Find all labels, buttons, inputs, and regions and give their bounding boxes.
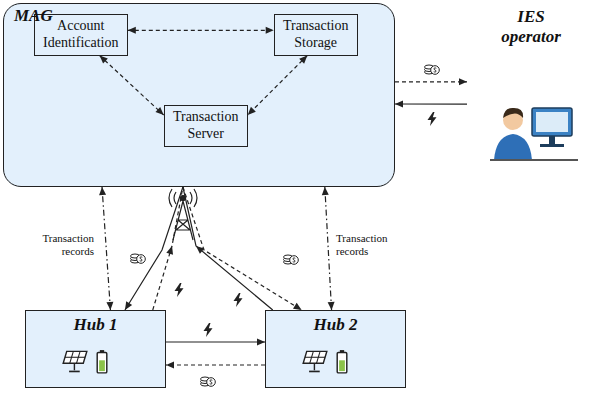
node-title: Hub 2 xyxy=(266,315,405,335)
connector xyxy=(248,56,308,116)
edge-label: Transaction records xyxy=(18,232,94,257)
arrowhead xyxy=(322,187,329,195)
arrowhead xyxy=(128,27,136,34)
connector-line xyxy=(100,56,164,116)
solar-panel-icon xyxy=(63,351,87,371)
energy-icon xyxy=(175,283,184,297)
arrowhead xyxy=(125,301,132,310)
connector-line xyxy=(166,341,265,342)
connector xyxy=(395,78,467,85)
arrowhead xyxy=(395,101,403,108)
connector xyxy=(166,338,265,345)
arrowhead xyxy=(248,107,256,115)
hub-box: Hub 2 xyxy=(265,310,406,388)
node-title: Hub 1 xyxy=(26,315,165,335)
arrowhead xyxy=(100,56,108,64)
connector xyxy=(99,187,113,310)
process-box: Transaction Storage xyxy=(274,14,358,56)
connector-line xyxy=(153,187,183,310)
arrowhead xyxy=(459,78,467,85)
operator-node: IES operator xyxy=(467,5,595,165)
connector-line xyxy=(248,56,308,116)
money-icon xyxy=(284,255,299,264)
connector xyxy=(125,187,183,310)
node-fill xyxy=(25,310,166,388)
connector-line xyxy=(183,187,302,310)
node-fill xyxy=(3,3,395,187)
operator-icon xyxy=(490,108,578,160)
hub-box: Hub 1 xyxy=(25,310,166,388)
connector-line xyxy=(183,187,273,310)
connector-line xyxy=(395,103,467,104)
connector xyxy=(183,187,273,310)
node-fill xyxy=(265,310,406,388)
money-icon xyxy=(425,65,440,74)
connector xyxy=(322,187,335,310)
edge-label: Transaction records xyxy=(336,232,412,257)
arrowhead xyxy=(106,302,113,310)
arrowhead xyxy=(166,246,173,255)
battery-icon xyxy=(337,350,347,373)
connector-line xyxy=(166,364,265,365)
connector xyxy=(100,56,164,116)
arrowhead xyxy=(293,303,302,310)
money-icon xyxy=(201,377,216,386)
arrowhead xyxy=(299,56,307,64)
connector-line xyxy=(395,81,467,82)
arrowhead xyxy=(328,302,335,310)
process-box: Transaction Server xyxy=(164,105,248,147)
connector xyxy=(183,187,302,310)
connector-line xyxy=(325,187,332,310)
connector xyxy=(128,27,274,34)
connector-line xyxy=(128,30,274,31)
box-label: Transaction Server xyxy=(173,109,239,141)
connector-line xyxy=(102,187,110,310)
connector-line xyxy=(125,187,183,310)
arrowhead xyxy=(99,187,106,195)
energy-icon xyxy=(204,323,213,337)
arrowhead xyxy=(196,246,204,254)
connector xyxy=(395,101,467,108)
connector xyxy=(166,361,265,368)
node-title: MAG xyxy=(14,6,53,26)
process-box: Account Identification xyxy=(34,14,128,56)
energy-icon xyxy=(428,112,437,126)
arrowhead xyxy=(257,338,265,345)
arrowhead xyxy=(155,107,163,115)
box-label: Transaction Storage xyxy=(283,18,349,50)
energy-icon xyxy=(234,293,243,307)
money-icon xyxy=(131,254,146,263)
box-label: Account Identification xyxy=(43,18,118,50)
solar-panel-icon xyxy=(303,351,327,371)
battery-icon xyxy=(97,350,107,373)
arrowhead xyxy=(266,27,274,34)
node-title: IES operator xyxy=(491,7,571,48)
arrowhead xyxy=(166,361,174,368)
gateway-frame: MAGAccount Identification Transaction Sto… xyxy=(3,3,395,187)
connector xyxy=(153,187,183,310)
